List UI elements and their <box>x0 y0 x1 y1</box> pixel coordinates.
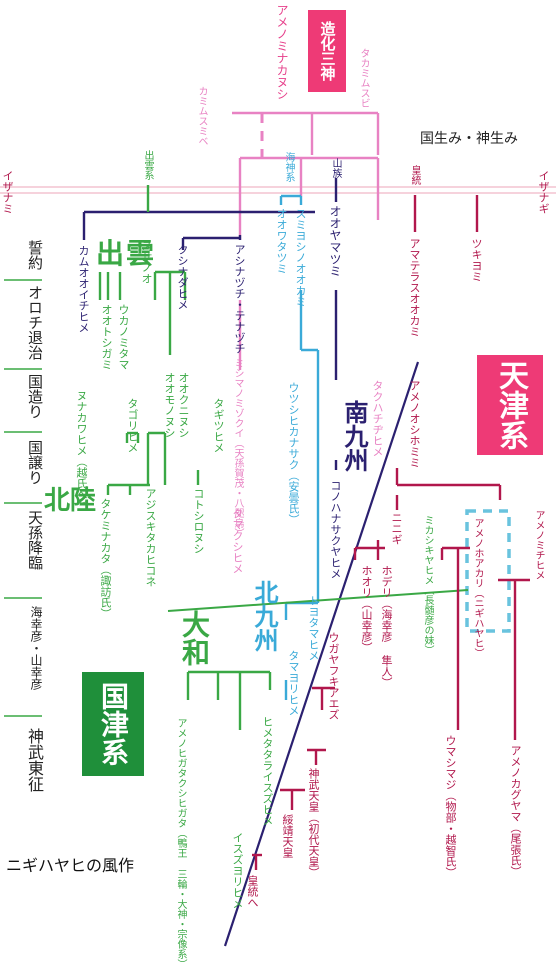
region-kitakyushu: 北九州 <box>250 580 278 652</box>
hikatakusu-name: アメノヒガタクシヒガタ（鴨王 三輪・大神・宗像系） <box>175 718 186 969</box>
tamayori-name: タマヨリヒメ <box>287 650 300 716</box>
tamakushi-name: タマクシヒメ <box>231 508 244 574</box>
tagitsuhime-name: タギツヒメ <box>212 398 225 453</box>
takuhachi-name: タクハチヂヒメ <box>371 380 384 457</box>
onamuchi-name: オオクニヌシ <box>177 372 190 438</box>
ooyamatsumi-name: オオヤマツミ <box>328 205 342 277</box>
zoka-sanshin-box: 造化三神 <box>308 10 346 92</box>
genealogy-lines <box>0 111 556 947</box>
green-lines <box>98 185 469 730</box>
suminoe-name: スミヨシノオオカミ <box>294 208 307 307</box>
oshihomimi-name: アメノオシホミミ <box>408 380 421 468</box>
sidebar-orochi: オロチ退治 <box>26 285 44 360</box>
kushinadahime-name: クシナダヒメ <box>176 244 189 310</box>
utsushi-name: ウツシヒカナサク（安曇氏） <box>287 382 300 525</box>
kotoshiro-name: コトシロヌシ <box>192 488 205 554</box>
ajisuki-name: アジスキタカヒコネ <box>144 488 157 587</box>
mikashiya-name: ミカシキヤヒメ（長髄彦の妹） <box>422 515 433 655</box>
navy-lines <box>82 178 338 470</box>
himetatara-name: ヒメタタライスズヒメ <box>261 716 274 826</box>
sidebar-seiyaku: 誓約 <box>26 240 44 270</box>
onamochi-name: オオモノヌシ <box>163 372 176 438</box>
tentsu-box: 天津系 <box>477 355 543 455</box>
izanami-label: イザナミ <box>1 170 14 214</box>
honoakari-name: アメノホアカリ（ニギハヤヒ） <box>472 518 483 658</box>
takamimusubi-label: タカミムスビ <box>358 48 369 108</box>
kaishin-kei-label: 海神系 <box>283 152 294 182</box>
izanagi-label: イザナギ <box>537 170 550 214</box>
jimmu-name: 神武天皇（初代天皇） <box>307 768 320 878</box>
time-diagonal <box>223 361 420 947</box>
susanoo-name: スサノオ <box>140 240 153 284</box>
nunakawa-name: ヌナカワヒメ（越氏へ） <box>75 390 88 511</box>
isuzuyori-name: イスズヨリヒメ <box>231 832 244 909</box>
sanzoku-label: 山族 <box>330 158 341 178</box>
ashinazuchi-name: アシナヅチ・テナヅチ <box>233 244 246 354</box>
kamimusubi-label: カミムスミベ <box>196 86 207 146</box>
ninigi-name: ニニギ <box>390 512 403 545</box>
footer-caption: ニギハヤヒの風作 <box>6 856 135 875</box>
ootoshigami-name: オオトシガミ <box>100 304 113 370</box>
tagorihime-name: タゴリヒメ <box>126 398 139 453</box>
hoori-name: ホオリ（山幸彦） <box>360 565 373 653</box>
sidebar-umisachi: 海幸彦・山幸彦 <box>29 606 43 690</box>
owatatsumi-name: オオワタツミ <box>275 208 288 274</box>
hoderi-name: ホデリ（海幸彦 隼人） <box>380 565 393 688</box>
sidebar-kuniyuzuri: 国譲り <box>26 440 44 485</box>
kamuoichihime-name: カムオオイチヒメ <box>77 245 90 333</box>
amaterasu-name: アマテラスオオカミ <box>408 238 421 337</box>
koutou-label: 皇統 <box>409 165 420 185</box>
kunitsu-box: 国津系 <box>82 672 144 776</box>
takeminakata-name: タケミナカタ（諏訪氏） <box>99 498 112 619</box>
kuniumi-label: 国生み・神生み <box>420 131 518 147</box>
region-yamato: 大和 <box>178 610 211 666</box>
nigihayahi-dashed-box <box>465 509 511 633</box>
region-minamikyushu: 南九州 <box>340 400 368 472</box>
sidebar-jimmu-tosei: 神武東征 <box>25 728 44 792</box>
red-lines <box>252 195 530 870</box>
tsukuyomi-name: ツキヨミ <box>470 238 483 282</box>
konohana-name: コノハナサクヤヒメ <box>329 480 342 579</box>
toyotama-name: トヨタマヒメ <box>307 595 320 661</box>
region-izumo: 出雲 <box>96 237 157 270</box>
ugaya-name: ウガヤフキアエズ <box>327 632 340 720</box>
koutou-he-name: 皇統へ <box>246 875 259 908</box>
sidebar-tenson: 天孫降臨 <box>26 510 44 570</box>
sidebar-kunizukuri: 国造り <box>26 374 44 419</box>
mishima-name: ミシマノミゾクイ（天孫賀茂・八咫烏） <box>232 358 243 538</box>
izumo-kei-label: 出雲系 <box>142 150 153 180</box>
michihime-name: アメノミチヒメ <box>533 510 544 580</box>
sidebar-dividers <box>4 279 42 717</box>
umashimaji-name: ウマシマジ（物部・越智氏） <box>444 735 457 878</box>
ukanomitama-name: ウカノミタマ <box>117 304 130 370</box>
suizei-name: 綏靖天皇 <box>281 814 294 858</box>
kaguyama-name: アメノカグヤマ（尾張氏） <box>509 745 522 877</box>
region-hokuriku: 北陸 <box>44 486 97 516</box>
amenominakanushi-label: アメノミナカヌシ <box>275 4 289 100</box>
